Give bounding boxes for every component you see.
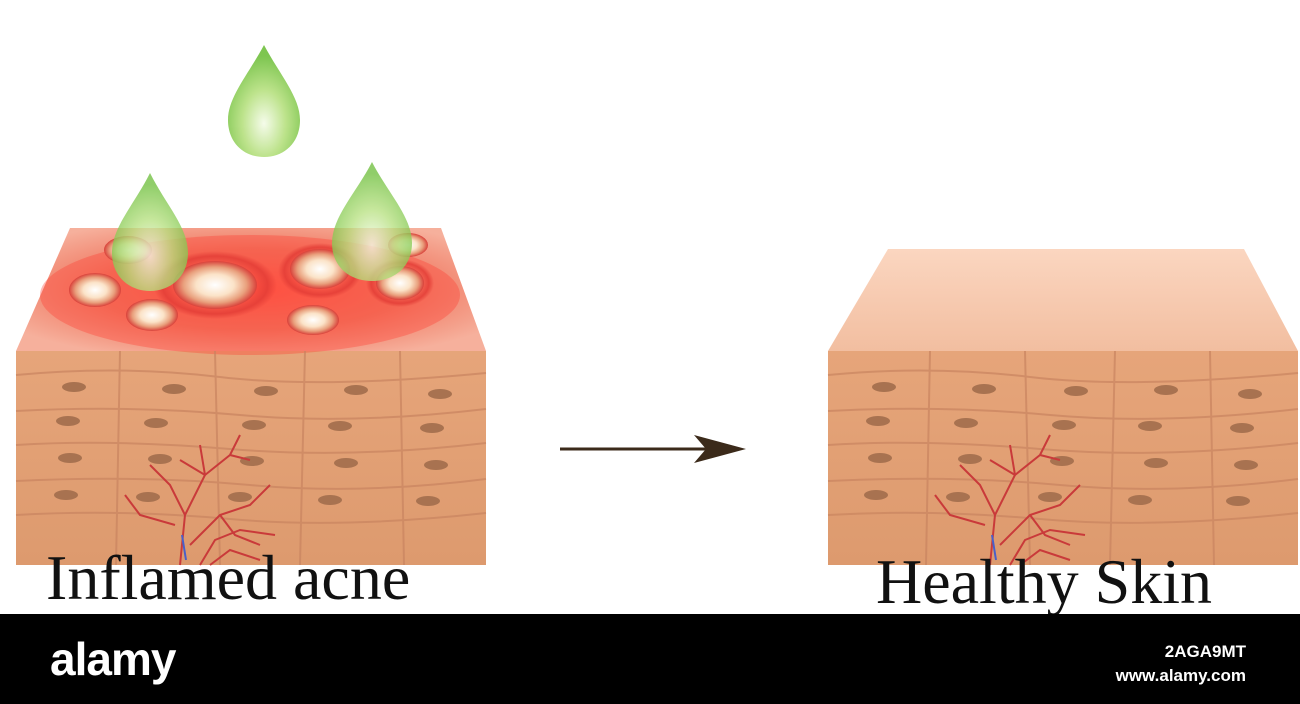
inflamed-acne-caption: Inflamed acne — [46, 542, 411, 613]
epidermis-cells-right — [827, 350, 1299, 566]
drop-icon — [228, 45, 300, 157]
healthy-skin-block — [827, 249, 1299, 566]
healthy-skin-caption: Healthy Skin — [876, 546, 1212, 617]
transition-arrow — [560, 435, 746, 463]
watermark-footer: alamy 2AGA9MT www.alamy.com — [0, 614, 1300, 704]
epidermis-cells-left — [15, 350, 487, 566]
watermark-logo: alamy — [50, 633, 176, 685]
watermark-url: www.alamy.com — [1115, 666, 1246, 685]
skin-surface-healthy — [828, 249, 1298, 351]
blood-vessels-left — [124, 434, 276, 566]
watermark-image-id: 2AGA9MT — [1164, 642, 1246, 661]
cell-nuclei-left — [54, 382, 452, 506]
drop-icon — [332, 162, 412, 281]
drop-icon — [112, 173, 188, 291]
cell-nuclei-right — [864, 382, 1262, 506]
inflamed-skin-block — [15, 45, 487, 566]
blood-vessels-right — [934, 434, 1086, 566]
treatment-drops — [112, 45, 412, 291]
